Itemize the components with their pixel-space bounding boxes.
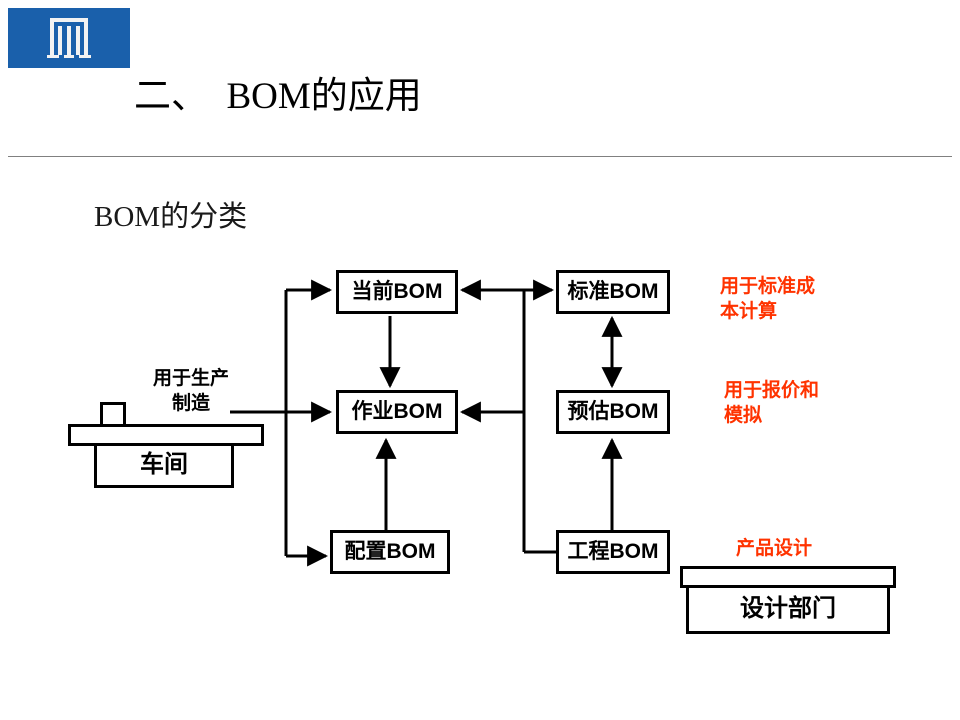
section-subtitle: BOM的分类 [94,201,248,233]
workshop-roof-bar [68,424,264,446]
node-current-bom-label: 当前BOM [351,280,443,303]
node-config-bom-label: 配置BOM [344,540,436,563]
workshop-box[interactable]: 车间 [94,446,234,488]
node-current-bom[interactable]: 当前BOM [336,270,458,314]
design-dept-label: 设计部门 [740,595,836,622]
node-standard-bom[interactable]: 标准BOM [556,270,670,314]
node-standard-bom-label: 标准BOM [567,280,659,303]
node-operation-bom-label: 作业BOM [351,400,443,423]
design-dept-box[interactable]: 设计部门 [686,588,890,634]
note-product-design: 产品设计 [736,538,813,559]
node-config-bom[interactable]: 配置BOM [330,530,450,574]
design-dept-roof-bar [680,566,896,588]
institution-logo [8,8,130,68]
logo-building-icon [47,18,91,58]
page-title: 二、 BOM的应用 [134,76,422,117]
title-divider [8,156,952,157]
workshop-label: 车间 [140,451,188,478]
node-estimate-bom-label: 预估BOM [567,400,659,423]
note-standard-cost: 用于标准成 本计算 [720,276,816,322]
node-estimate-bom[interactable]: 预估BOM [556,390,670,434]
note-quote-sim: 用于报价和 模拟 [724,380,820,426]
workshop-caption: 用于生产 制造 [152,368,229,414]
node-operation-bom[interactable]: 作业BOM [336,390,458,434]
node-engineering-bom-label: 工程BOM [567,540,659,563]
node-engineering-bom[interactable]: 工程BOM [556,530,670,574]
